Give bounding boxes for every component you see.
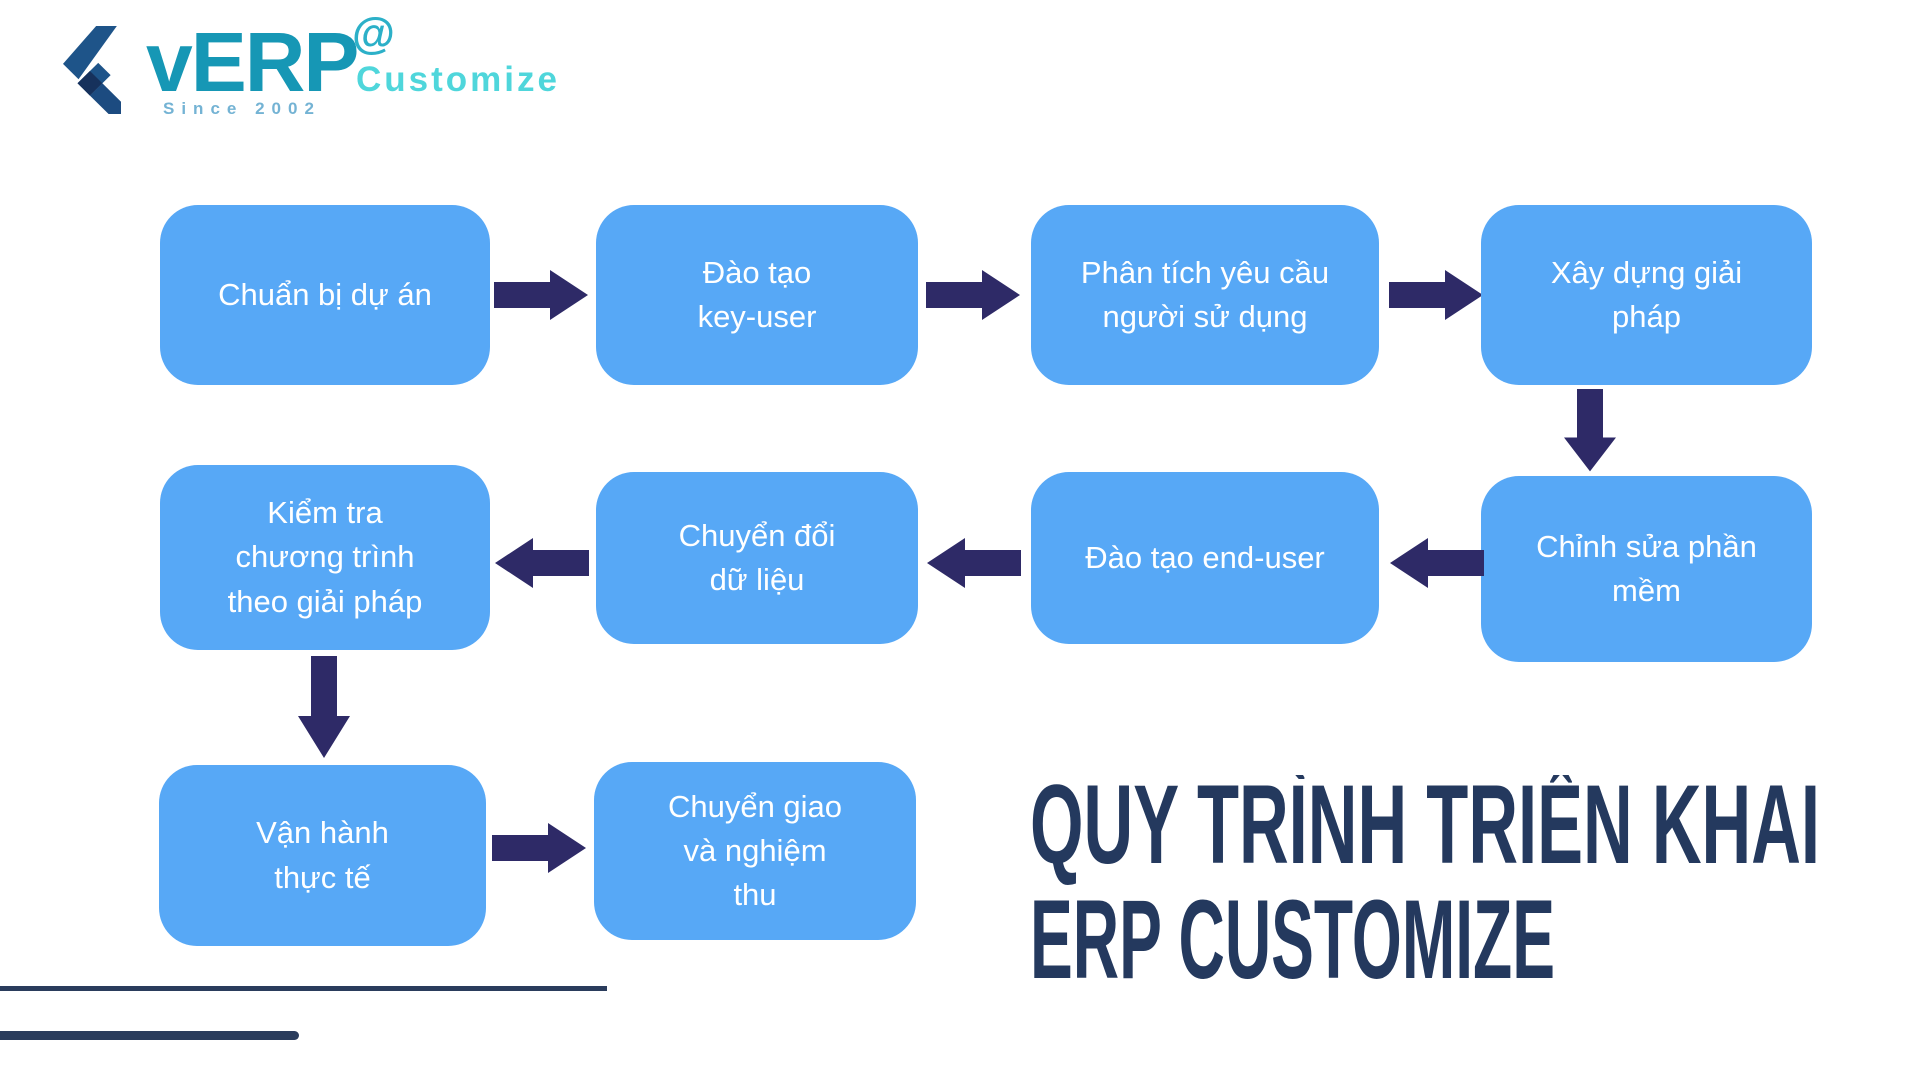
decor-line-top <box>0 986 607 991</box>
brand-name: vERP <box>146 15 359 109</box>
trademark-at-icon: @ <box>352 9 395 58</box>
flow-step-3: Phân tích yêu cầu người sử dụng <box>1031 205 1379 385</box>
flow-step-8: Kiểm tra chương trình theo giải pháp <box>160 465 490 650</box>
arrow-right-icon <box>1389 270 1483 320</box>
flow-step-2: Đào tạo key-user <box>596 205 918 385</box>
flow-step-9: Vận hành thực tế <box>159 765 486 946</box>
arrow-down-icon <box>1564 389 1616 472</box>
arrow-down-icon <box>298 656 350 758</box>
arrow-left-icon <box>927 538 1021 588</box>
arrow-right-icon <box>492 823 586 873</box>
flow-step-5-label: Chỉnh sửa phần mềm <box>1536 528 1757 608</box>
arrow-left-icon <box>1390 538 1484 588</box>
flow-step-5: Chỉnh sửa phần mềm <box>1481 476 1812 662</box>
arrow-right-icon <box>926 270 1020 320</box>
flow-step-2-label: Đào tạo key-user <box>697 254 817 334</box>
decor-line-bottom <box>0 1031 299 1040</box>
flow-step-4: Xây dựng giải pháp <box>1481 205 1812 385</box>
flow-step-6: Đào tạo end-user <box>1031 472 1379 644</box>
flow-step-10: Chuyển giao và nghiệm thu <box>594 762 916 940</box>
arrow-right-icon <box>494 270 588 320</box>
verp-logo-icon <box>63 26 121 114</box>
flow-step-1: Chuẩn bị dự án <box>160 205 490 385</box>
flow-step-7: Chuyển đổi dữ liệu <box>596 472 918 644</box>
headline-line2: ERP CUSTOMIZE <box>1030 877 1555 1002</box>
flow-step-6-label: Đào tạo end-user <box>1085 539 1325 575</box>
arrow-left-icon <box>495 538 589 588</box>
headline-line1: QUY TRÌNH TRIỂN KHAI <box>1030 775 1820 887</box>
flow-step-9-label: Vận hành thực tế <box>256 815 389 895</box>
headline: QUY TRÌNH TRIỂN KHAI ERP CUSTOMIZE <box>1030 775 1820 1002</box>
flow-step-10-label: Chuyển giao và nghiệm thu <box>667 788 843 912</box>
flow-step-7-label: Chuyển đổi dữ liệu <box>678 517 836 597</box>
flow-step-8-label: Kiểm tra chương trình theo giải pháp <box>227 495 423 619</box>
flow-step-1-label: Chuẩn bị dự án <box>218 276 432 312</box>
flow-step-4-label: Xây dựng giải pháp <box>1550 254 1743 334</box>
brand-suffix: Customize <box>356 60 560 99</box>
flow-step-3-label: Phân tích yêu cầu người sử dụng <box>1080 254 1330 334</box>
brand-tagline: Since 2002 <box>163 99 321 118</box>
